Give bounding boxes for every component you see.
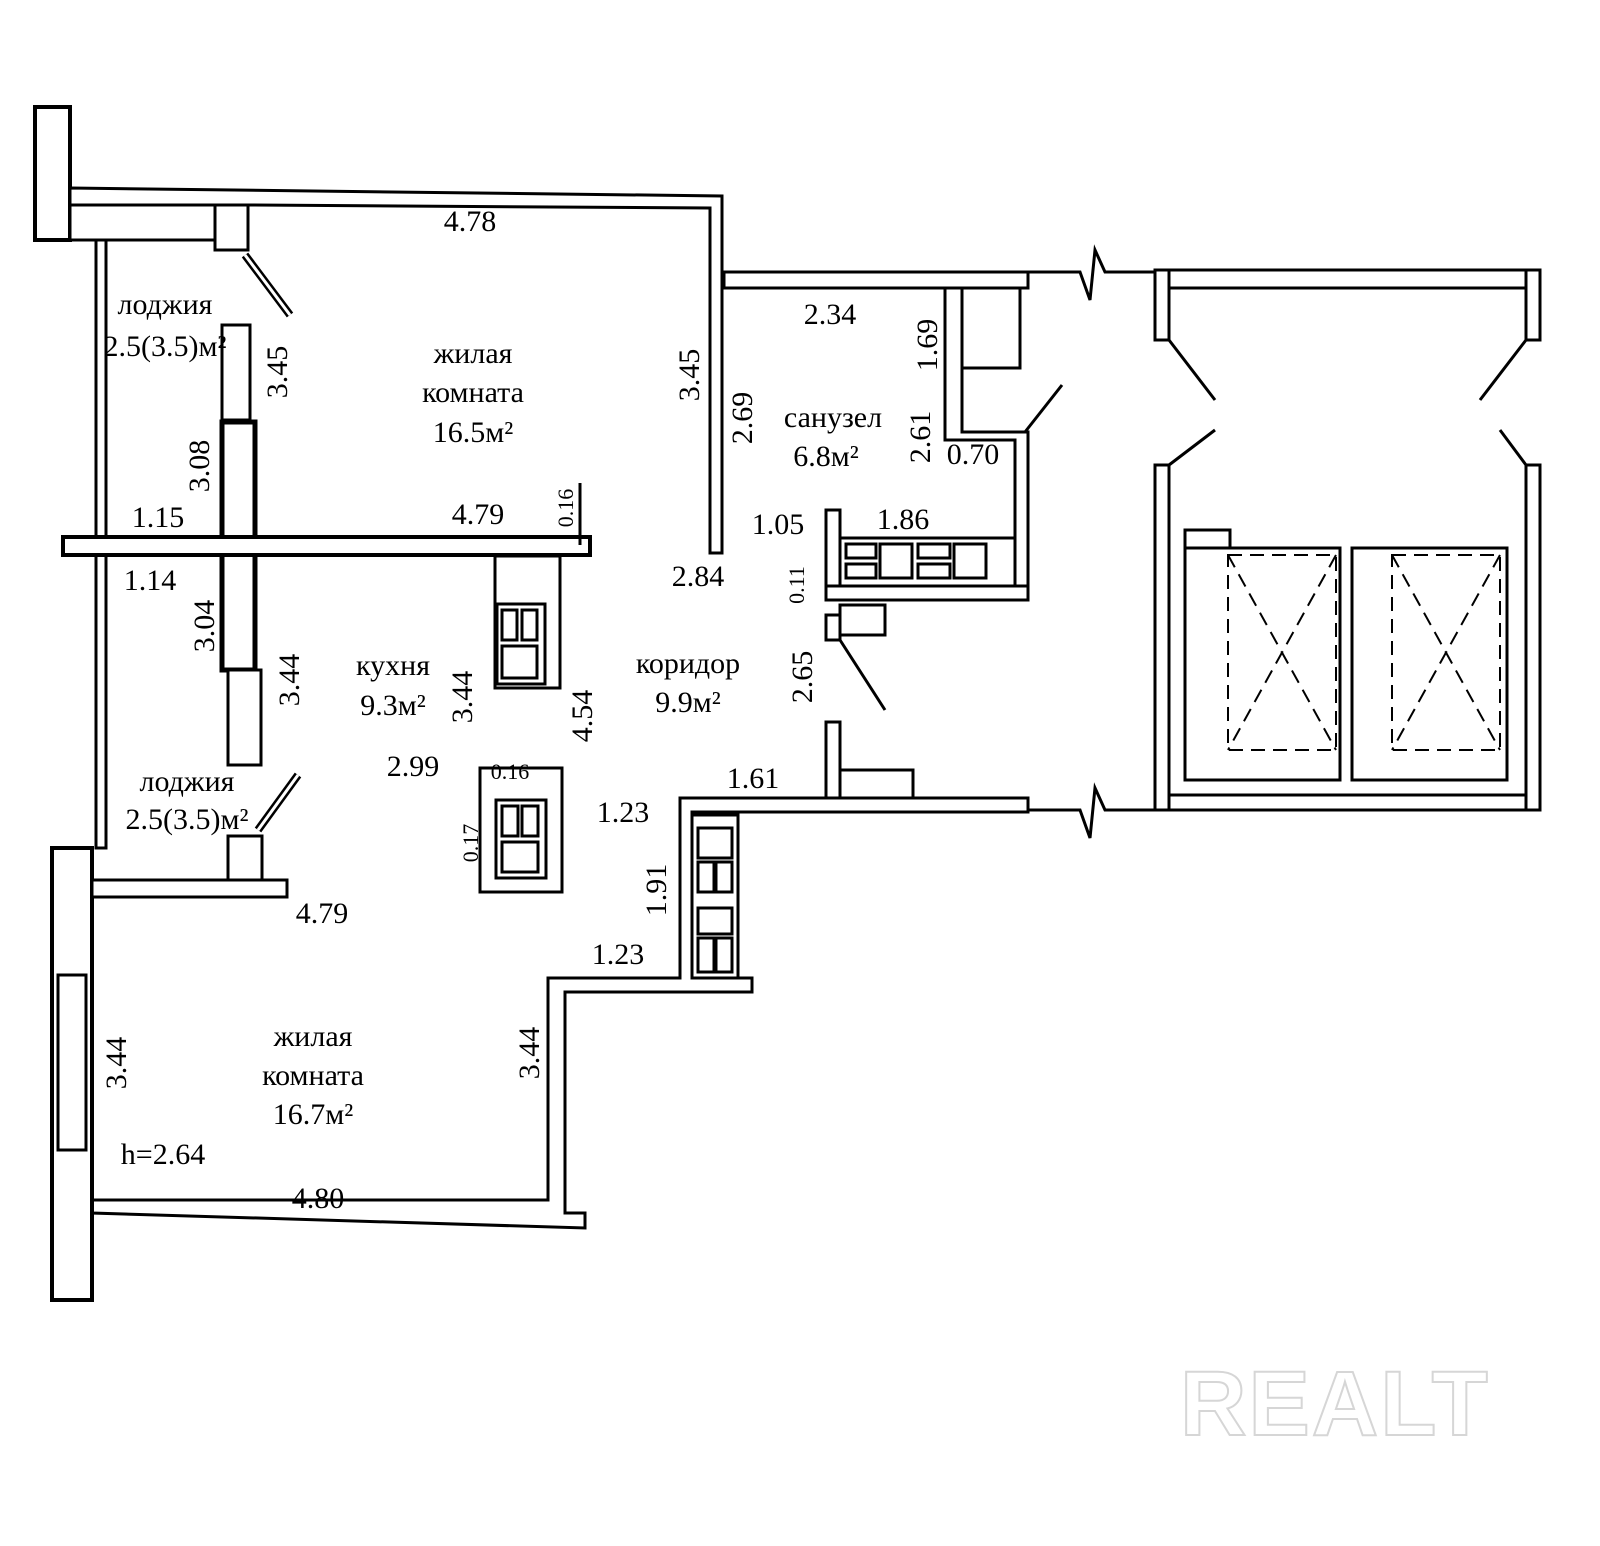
wall-corridor [90,796,1030,1230]
dimension: 0.70 [946,438,1000,471]
dimension: 1.23 [591,938,645,971]
dimension: 4.78 [443,205,497,238]
fixture [960,286,1022,370]
dimension: 2.61 [904,410,937,464]
dimension: 4.54 [566,689,599,743]
room-name-bathroom: санузел [783,401,883,434]
room-area-loggia-bottom: 2.5(3.5)м² [125,803,249,836]
dimension: 4.79 [451,498,505,531]
wall-pillar [213,203,250,252]
dimension: 3.44 [273,653,306,707]
dimension: 0.16 [490,759,530,784]
dimension: 3.44 [513,1026,546,1080]
wall-top [68,186,724,555]
wall-top-left [68,203,217,242]
dimension: 1.61 [726,762,780,795]
break-line [1028,244,1155,301]
room-name-loggia-top: лоджия [117,288,213,321]
dimension: 1.05 [751,508,805,541]
room-area-bathroom: 6.8м² [793,440,859,473]
dimension: 2.69 [726,391,759,445]
dimension: 3.44 [446,670,479,724]
room-area-corridor: 9.9м² [655,686,721,719]
room-name-living-bottom-2: комната [262,1059,364,1092]
elevator-block [1153,268,1542,812]
room-name-loggia-bottom: лоджия [139,765,235,798]
dimension: 4.80 [291,1182,345,1215]
ceiling-height: h=2.64 [120,1138,206,1171]
dimension: 1.23 [596,796,650,829]
room-name-kitchen: кухня [355,649,431,682]
wall-loggia-bottom [90,878,289,899]
dimension: 2.65 [786,650,819,704]
watermark-logo: REALT [1179,1352,1490,1456]
dimension: 3.04 [188,599,221,653]
window [226,668,263,767]
dimension: 1.69 [911,318,944,372]
room-area-kitchen: 9.3м² [360,689,426,722]
dimension: 3.44 [100,1036,133,1090]
room-name-living-top: жилая [433,337,513,370]
dimension: 1.91 [640,863,673,917]
dimension: 0.17 [458,823,483,863]
dimension: 2.99 [386,750,440,783]
wall-bathroom-top [722,270,1030,290]
wall-divider [61,535,592,557]
door-leaf [838,639,887,711]
room-name-living-top-2: комната [422,376,524,409]
dimension: 4.79 [295,897,349,930]
dimension: 3.08 [183,439,216,493]
room-area-loggia-top: 2.5(3.5)м² [103,330,227,363]
wall-column [33,105,72,242]
dimension: 3.45 [673,348,706,402]
window [56,973,88,1152]
dimension: 1.15 [131,501,185,534]
dimension: 0.11 [784,566,809,604]
dimension: 0.16 [553,488,578,528]
door-leaf [1023,384,1064,433]
dimension: 2.84 [671,560,725,593]
room-name-living-bottom: жилая [273,1020,353,1053]
room-name-corridor: коридор [635,647,741,680]
dimension: 1.86 [876,503,930,536]
room-area-living-top: 16.5м² [432,416,514,449]
dimension: 2.34 [803,298,857,331]
break-line [1028,782,1155,839]
dimension: 1.14 [123,564,177,597]
room-area-living-bottom: 16.7м² [272,1098,354,1131]
window [220,323,252,422]
dimension: 3.45 [261,345,294,399]
